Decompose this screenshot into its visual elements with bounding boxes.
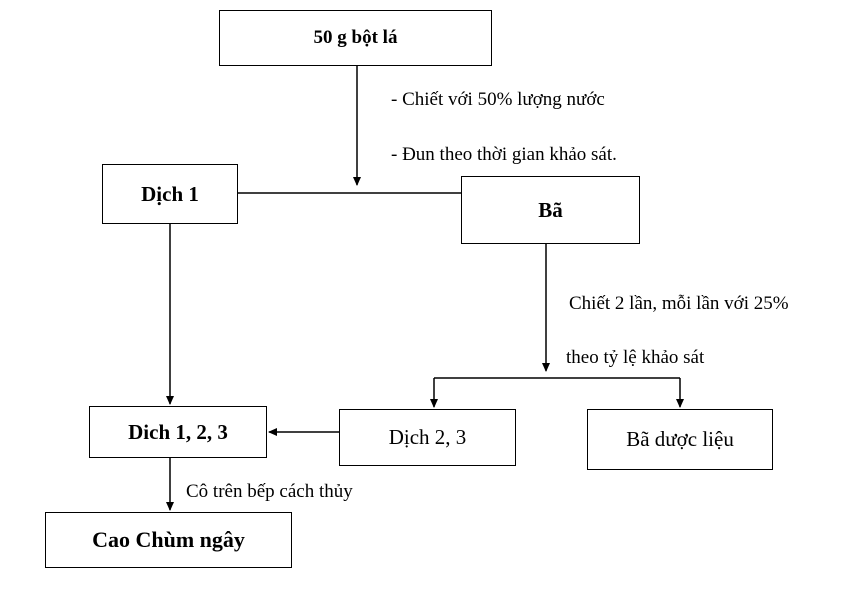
dich123-box: Dich 1, 2, 3	[89, 406, 267, 458]
dich1-box: Dịch 1	[102, 164, 238, 224]
repeat-note-line-2: theo tỷ lệ khảo sát	[566, 347, 705, 368]
ba-box: Bã	[461, 176, 640, 244]
start-box: 50 g bột lá	[219, 10, 492, 66]
dich23-box: Dịch 2, 3	[339, 409, 516, 466]
repeat-note-line-1: Chiết 2 lần, mỗi lần với 25%	[569, 293, 789, 314]
cao-box: Cao Chùm ngây	[45, 512, 292, 568]
extract-note-line-1: - Chiết với 50% lượng nước	[391, 89, 605, 110]
baduoclieu-box: Bã dược liệu	[587, 409, 773, 470]
evaporate-note: Cô trên bếp cách thủy	[186, 481, 353, 502]
extract-note-line-2: - Đun theo thời gian khảo sát.	[391, 144, 617, 165]
